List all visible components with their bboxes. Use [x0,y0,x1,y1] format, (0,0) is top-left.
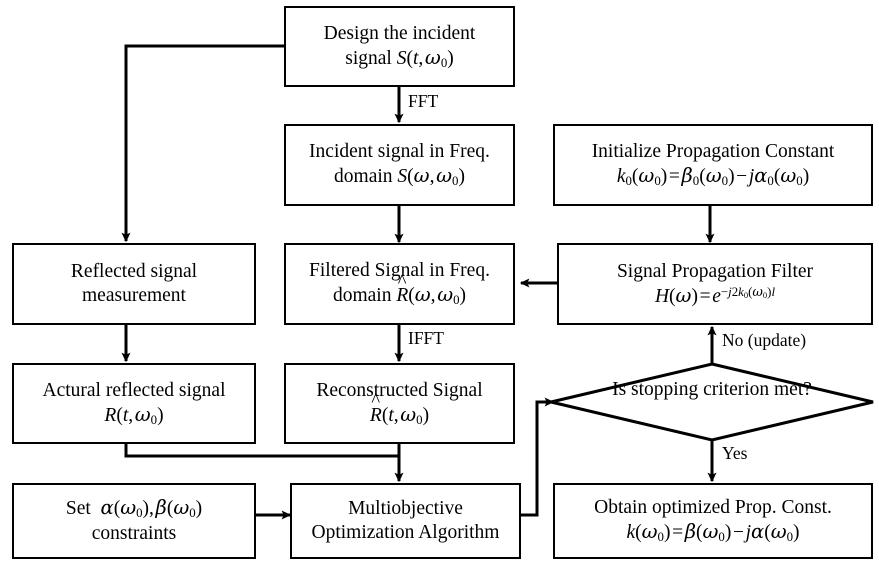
node-line-1: Actural reflected signal [42,379,226,401]
node-obtain-optimized-constant[interactable]: Obtain optimized Prop. Const. k(ω0) = β(… [553,483,873,559]
node-incident-signal-freq-domain[interactable]: Incident signal in Freq. domain S(ω, ω0) [284,124,515,206]
node-reconstructed-signal[interactable]: Reconstructed Signal R(t, ω0) [284,363,515,444]
edge-optimizer-to-decision [521,397,555,517]
node-line-2: signal S(t, ω0) [345,45,454,70]
node-line-1: Signal Propagation Filter [616,260,814,282]
node-design-incident-signal[interactable]: Design the incident signal S(t, ω0) [284,6,515,87]
stopping-criterion-diamond [550,362,874,442]
node-line-1: Is stopping [612,379,699,400]
node-line-1: Multiobjective [348,498,463,520]
edge-label-ifft: IFFT [408,328,444,348]
node-actual-reflected-signal[interactable]: Actural reflected signal R(t, ω0) [12,363,256,444]
node-line-2: domain S(ω, ω0) [334,164,465,188]
node-line-2: domain R(ω, ω0) [333,283,466,309]
edge-label-fft: FFT [408,91,439,111]
node-line-2: constraints [91,522,177,544]
edge-actual-to-optimizer [124,444,399,458]
node-line-2: Optimization Algorithm [311,522,500,543]
node-line-2: k0(ω0) = β0(ω0) − jα0(ω0) [616,164,810,188]
node-set-constraints[interactable]: Set α(ω0), β(ω0) constraints [12,483,256,559]
node-filtered-signal-freq-domain[interactable]: Filtered Signal in Freq. domain R(ω, ω0) [284,243,515,325]
node-stopping-criterion-label: Is stopping criterion met? [612,378,812,402]
node-line-2: measurement [82,285,186,306]
node-line-1: Initialize Propagation Constant [591,141,835,163]
node-signal-propagation-filter[interactable]: Signal Propagation Filter H(ω) = e−j2k0(… [557,243,873,325]
node-line-1: Set α(ω0), β(ω0) [65,496,203,521]
edge-label-no-update: No (update) [722,330,807,350]
node-line-2: R(t, ω0) [370,403,429,429]
node-initialize-propagation-constant[interactable]: Initialize Propagation Constant k0(ω0) =… [553,124,873,206]
node-line-1: Reflected signal [70,261,198,283]
node-line-2: criterion met? [703,379,812,400]
node-line-1: Design the incident [323,22,476,44]
node-reflected-signal-measurement[interactable]: Reflected signal measurement [12,243,256,325]
node-line-2: R(t, ω0) [104,402,164,427]
node-line-2: H(ω) = e−j2k0(ω0)l [654,283,776,307]
node-line-1: Obtain optimized Prop. Const. [594,497,832,519]
node-line-1: Reconstructed Signal [316,379,483,401]
edge-design-to-reflected-measurement [121,44,284,243]
node-multiobjective-optimization[interactable]: Multiobjective Optimization Algorithm [290,483,521,559]
edge-label-yes: Yes [722,443,748,463]
node-line-1: Incident signal in Freq. [309,141,490,163]
node-line-2: k(ω0) = β(ω0) − jα(ω0) [626,520,800,544]
